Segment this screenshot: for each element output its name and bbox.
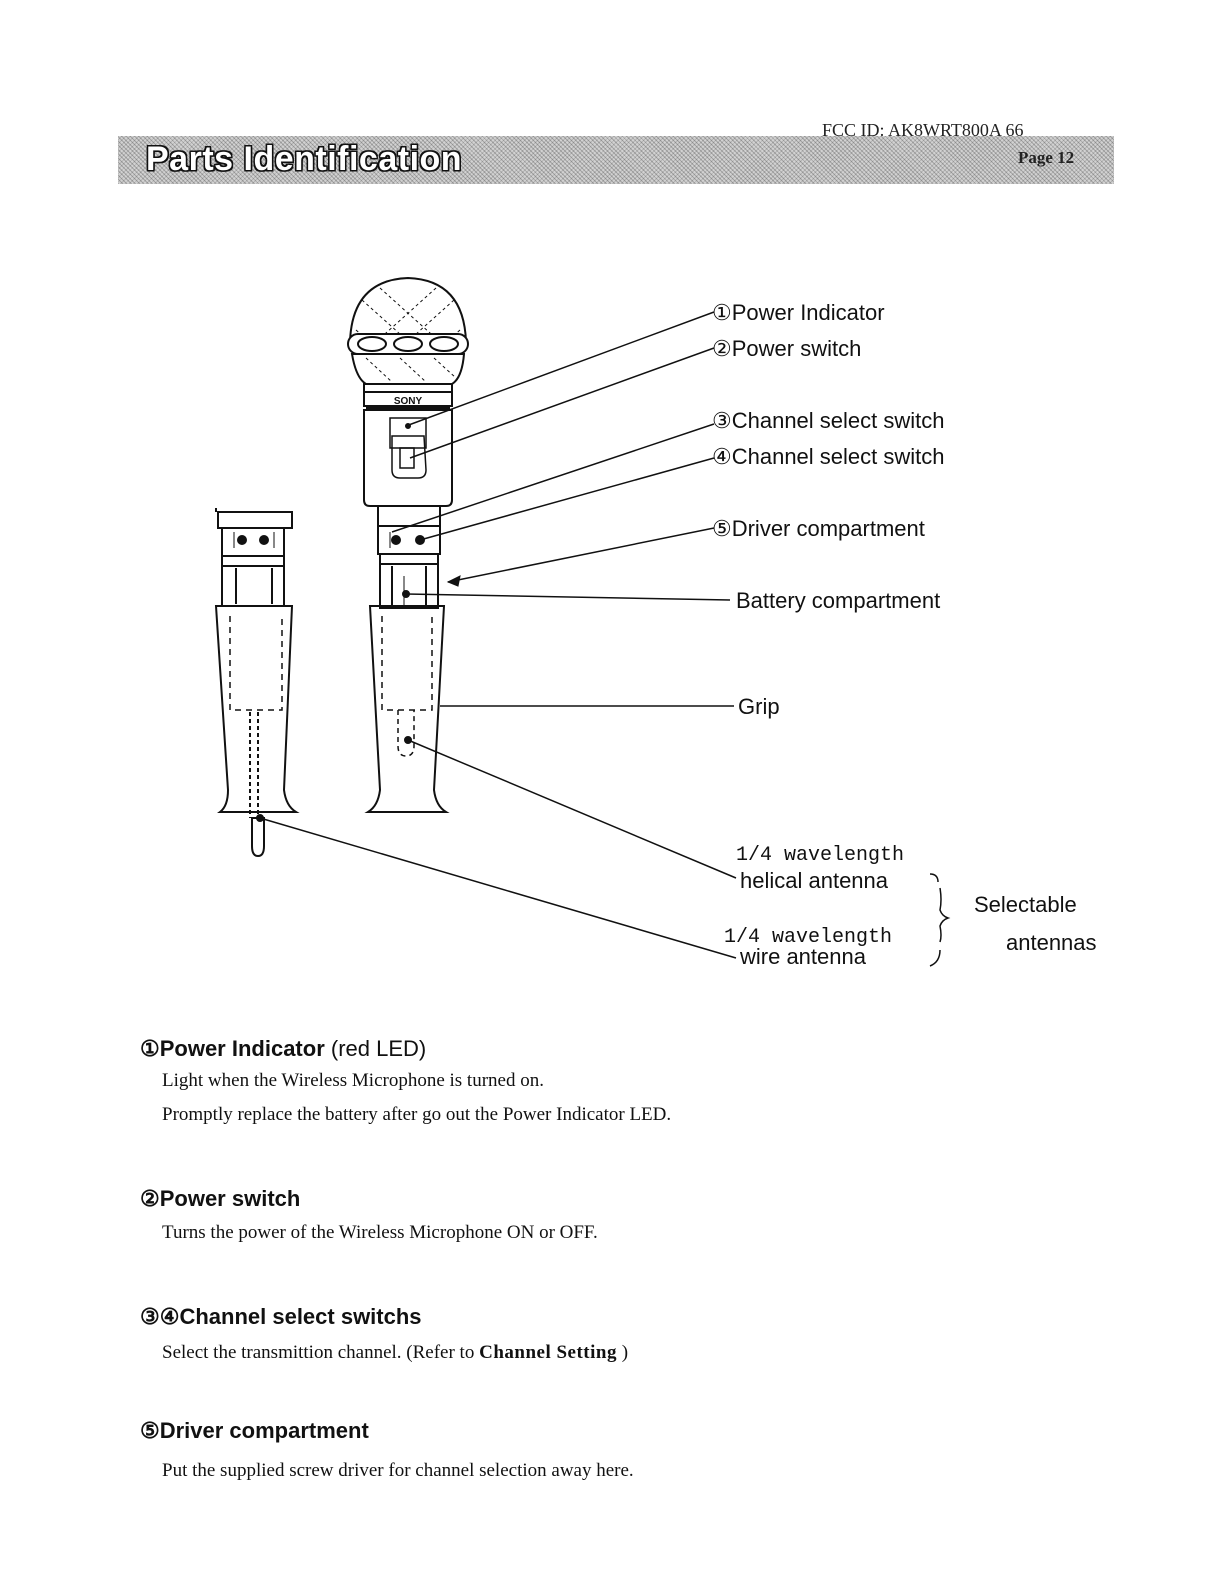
section-title-power-switch: ②Power switch: [140, 1186, 301, 1211]
label-selectable-line2: antennas: [1006, 930, 1097, 955]
section-title-power-indicator: ①Power Indicator (red LED): [140, 1036, 426, 1062]
header-band: [118, 136, 1114, 184]
page-number: Page 12: [1018, 148, 1075, 167]
section-title-driver-compartment: ⑤Driver compartment: [140, 1418, 369, 1443]
label-power-indicator: ①Power Indicator: [712, 300, 885, 325]
label-battery-compartment: Battery compartment: [736, 588, 941, 613]
channel-body-bold: Channel Setting: [479, 1342, 617, 1363]
microphone-diagram: SONY: [214, 276, 951, 967]
label-helical-line2: helical antenna: [740, 868, 889, 893]
channel-body-suffix: ): [621, 1342, 629, 1363]
section-title-power-indicator-text: ①Power Indicator: [140, 1036, 325, 1061]
section-body-power-indicator-1: Light when the Wireless Microphone is tu…: [162, 1070, 544, 1091]
microphone-head-icon: [347, 276, 469, 385]
label-wire-line2: wire antenna: [740, 944, 866, 969]
label-channel-switch-3: ③Channel select switch: [712, 408, 945, 433]
brand-logo-text: SONY: [394, 396, 423, 407]
label-driver-compartment: ⑤Driver compartment: [712, 516, 925, 541]
fcc-id-text: FCC ID: AK8WRT800A: [822, 120, 1001, 140]
label-selectable-line1: Selectable: [974, 892, 1077, 917]
page-title: Parts Identification: [146, 140, 463, 178]
section-body-channel-switchs: Select the transmittion channel. (Refer …: [162, 1342, 628, 1364]
section-body-power-indicator-2: Promptly replace the battery after go ou…: [162, 1104, 672, 1125]
section-body-driver-compartment: Put the supplied screw driver for channe…: [162, 1460, 634, 1481]
section-title-channel-switchs: ③④Channel select switchs: [140, 1304, 422, 1329]
label-power-switch: ②Power switch: [712, 336, 862, 361]
label-wire-line1: 1/4 wavelength: [724, 926, 893, 949]
label-channel-switch-4: ④Channel select switch: [712, 444, 945, 469]
section-note-red-led: (red LED): [330, 1036, 427, 1061]
label-helical-line1: 1/4 wavelength: [736, 844, 905, 867]
section-body-power-switch: Turns the power of the Wireless Micropho…: [162, 1222, 598, 1243]
fcc-id-suffix: 66: [1005, 120, 1024, 140]
channel-body-prefix: Select the transmittion channel. (Refer …: [162, 1342, 475, 1363]
label-grip: Grip: [738, 694, 780, 719]
fcc-id: FCC ID: AK8WRT800A 66: [822, 120, 1023, 141]
